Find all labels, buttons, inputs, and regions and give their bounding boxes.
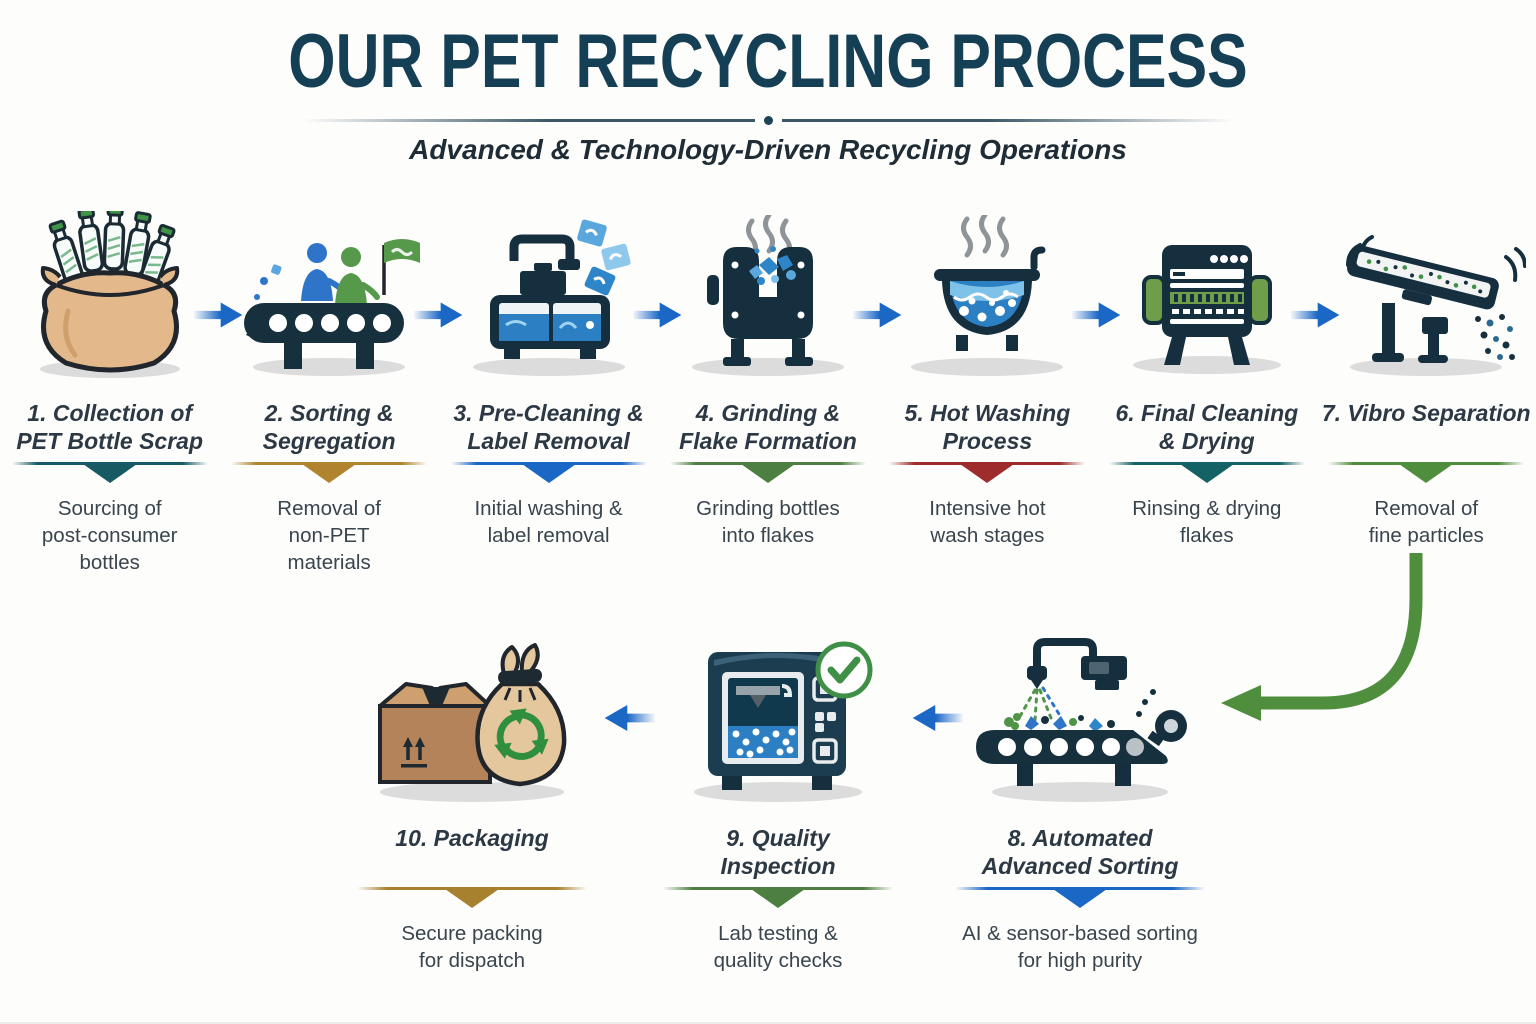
step-10-divider xyxy=(357,887,587,908)
page-subtitle: Advanced & Technology-Driven Recycling O… xyxy=(409,134,1127,165)
bottom-edge-line xyxy=(0,1022,1536,1024)
step-1-divider xyxy=(11,462,208,483)
step-2-title: 2. Sorting & Segregation xyxy=(262,400,396,455)
step-10-title: 10. Packaging xyxy=(395,825,549,851)
title-divider-line-left xyxy=(302,119,755,122)
step-1-collection: 1. Collection of PET Bottle Scrap Sourci… xyxy=(0,205,219,576)
step-4-title: 4. Grinding & Flake Formation xyxy=(679,400,857,455)
flow-arrow-right-1-2 xyxy=(194,302,243,328)
step-2-sorting: 2. Sorting & Segregation Removal of non-… xyxy=(219,205,438,576)
step-2-divider xyxy=(231,462,428,483)
step-8-automated-sorting: 8. Automated Advanced Sorting AI & senso… xyxy=(926,612,1234,974)
flow-arrow-left-8-9 xyxy=(912,705,963,731)
flow-arrow-right-6-7 xyxy=(1291,302,1340,328)
sorting-conveyor-icon xyxy=(244,239,421,376)
step-9-description: Lab testing & quality checks xyxy=(713,922,843,973)
step-5-hot-washing: 5. Hot Washing Process Intensive hot was… xyxy=(878,205,1097,576)
header: OUR PET RECYCLING PROCESS Advanced & Tec… xyxy=(0,24,1536,166)
step-4-grinding: 4. Grinding & Flake Formation Grinding b… xyxy=(658,205,877,576)
step-6-description: Rinsing & drying flakes xyxy=(1132,497,1282,548)
inspection-oven-icon xyxy=(694,641,873,802)
step-3-precleaning: 3. Pre-Cleaning & Label Removal Initial … xyxy=(439,205,658,576)
hot-wash-pot-icon xyxy=(911,215,1064,376)
step-3-description: Initial washing & label removal xyxy=(474,497,623,548)
packed-box-and-sack-icon xyxy=(378,643,567,802)
pre-cleaning-tank-icon xyxy=(472,219,631,376)
flow-arrow-left-9-10 xyxy=(604,705,655,731)
step-10-description: Secure packing for dispatch xyxy=(401,922,543,973)
step-5-divider xyxy=(889,462,1086,483)
step-6-divider xyxy=(1108,462,1305,483)
step-8-title: 8. Automated Advanced Sorting xyxy=(981,825,1179,880)
step-7-title: 7. Vibro Separation xyxy=(1321,400,1531,426)
top-process-row: 1. Collection of PET Bottle Scrap Sourci… xyxy=(0,205,1536,576)
step-8-description: AI & sensor-based sorting for high purit… xyxy=(962,922,1198,973)
title-divider-line-right xyxy=(781,119,1234,122)
step-7-vibro-separation: 7. Vibro Separation Removal of fine part… xyxy=(1317,205,1536,576)
step-6-final-cleaning: 6. Final Cleaning & Drying Rinsing & dry… xyxy=(1097,205,1316,576)
step-4-divider xyxy=(669,462,866,483)
step-1-description: Sourcing of post-consumer bottles xyxy=(41,497,178,575)
automated-sorting-line-icon xyxy=(976,638,1187,802)
step-7-divider xyxy=(1328,462,1525,483)
step-9-title: 9. Quality Inspection xyxy=(720,825,836,880)
title-divider-dot xyxy=(763,116,773,125)
step-1-title: 1. Collection of PET Bottle Scrap xyxy=(16,400,204,455)
flow-arrow-right-5-6 xyxy=(1072,302,1121,328)
vibro-separator-icon xyxy=(1346,235,1527,376)
page-title: OUR PET RECYCLING PROCESS xyxy=(288,19,1248,104)
step-5-title: 5. Hot Washing Process xyxy=(904,400,1071,455)
pet-bottle-sack-icon xyxy=(39,211,180,378)
step-9-divider xyxy=(663,887,893,908)
drying-machine-icon xyxy=(1132,245,1281,374)
flow-arrow-right-2-3 xyxy=(414,302,463,328)
step-10-packaging: 10. Packaging Secure packing for dispatc… xyxy=(337,612,607,974)
flow-curve-arrow-7-8 xyxy=(1221,553,1423,721)
step-5-description: Intensive hot wash stages xyxy=(929,497,1046,548)
step-3-divider xyxy=(450,462,647,483)
flow-arrow-right-3-4 xyxy=(633,302,682,328)
step-7-description: Removal of fine particles xyxy=(1368,497,1484,548)
title-divider xyxy=(0,116,1536,125)
step-4-description: Grinding bottles into flakes xyxy=(696,497,840,548)
step-3-title: 3. Pre-Cleaning & Label Removal xyxy=(453,400,644,455)
step-2-description: Removal of non-PET materials xyxy=(277,497,381,575)
step-6-title: 6. Final Cleaning & Drying xyxy=(1115,400,1299,455)
step-8-divider xyxy=(955,887,1205,908)
step-9-quality-inspection: 9. Quality Inspection Lab testing & qual… xyxy=(643,612,913,974)
grinder-icon xyxy=(691,215,844,376)
flow-arrow-right-4-5 xyxy=(853,302,902,328)
